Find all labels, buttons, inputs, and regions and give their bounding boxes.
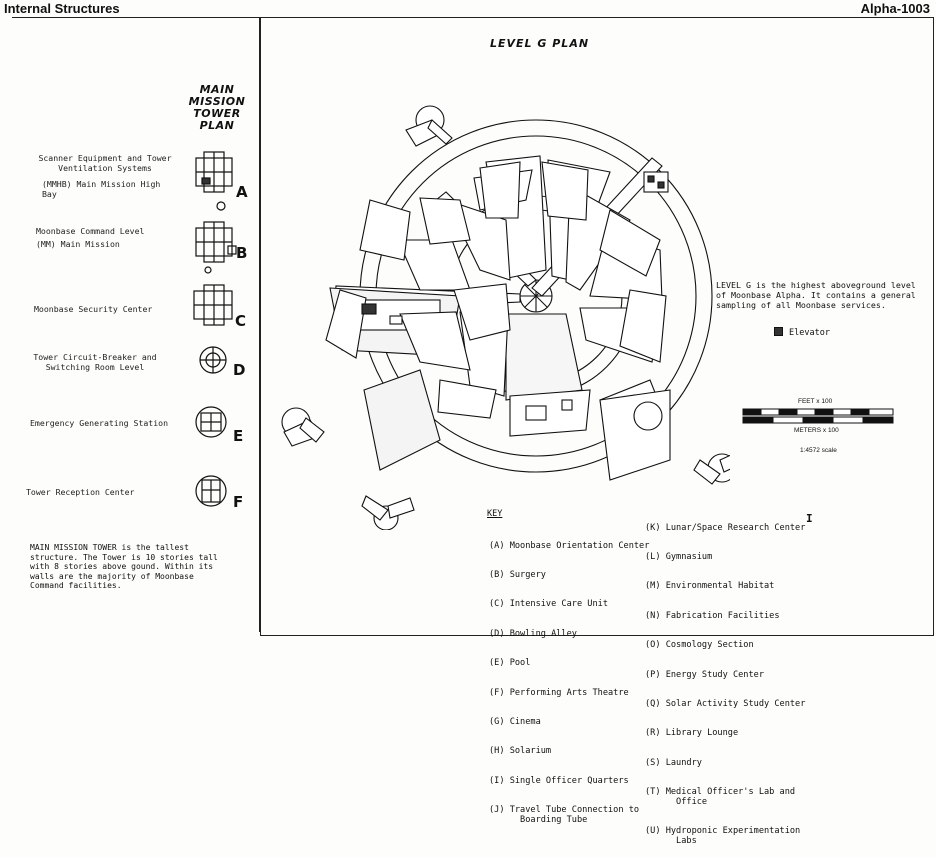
plan-title: LEVEL G PLAN: [490, 37, 590, 50]
stack-title-line: MISSION: [188, 95, 246, 108]
key-item: (I) Single Officer Quarters: [489, 775, 629, 786]
key-item: (A) Moonbase Orientation Center: [489, 540, 650, 551]
scale-feet-label: FEET x 100: [798, 398, 833, 405]
key-column-1: (A) Moonbase Orientation Center (B) Surg…: [489, 522, 649, 836]
level-e-label: Emergency Generating Station: [30, 418, 169, 428]
level-a-sublabel: (MMHB) Main Mission High Bay: [42, 179, 161, 199]
level-c-label: Moonbase Security Center: [34, 304, 153, 314]
stack-title-line: MAIN: [199, 83, 235, 96]
level-b-sublabel: (MM) Main Mission: [36, 239, 120, 249]
key-item: (G) Cinema: [489, 716, 541, 727]
elevator-label: Elevator: [789, 328, 830, 338]
key-item: (N) Fabrication Facilities: [645, 610, 780, 621]
level-a-floorplan-icon: [195, 151, 233, 211]
level-letter-f: F: [233, 493, 244, 511]
tower-stack-title: MAIN MISSION TOWER PLAN: [188, 84, 246, 132]
margin-tick: I: [806, 512, 813, 525]
level-letter-c: C: [235, 312, 247, 330]
section-title: Internal Structures: [4, 1, 120, 16]
scale-bar: [742, 408, 894, 424]
level-f-circle-icon: [195, 475, 227, 507]
scale-meters-label: METERS x 100: [794, 427, 839, 434]
key-item: (D) Bowling Alley: [489, 628, 577, 639]
elevator-icon: [774, 327, 783, 336]
level-b-text: Moonbase Command Level: [36, 226, 145, 236]
boarding-pod-w: [281, 407, 325, 447]
level-letter-b: B: [236, 244, 248, 262]
tower-level-icons: [193, 151, 237, 438]
stack-title-line: TOWER: [193, 107, 241, 120]
boarding-pod-s: [361, 495, 415, 530]
scale-ratio-label: 1:4572 scale: [800, 447, 837, 454]
level-a-label: Scanner Equipment and Tower Ventilation …: [30, 153, 180, 199]
key-item: (F) Performing Arts Theatre: [489, 687, 629, 698]
level-c-floorplan-icon: [193, 284, 233, 326]
key-column-2: (K) Lunar/Space Research Center (L) Gymn…: [645, 504, 805, 857]
tower-description: MAIN MISSION TOWER is the tallest struct…: [30, 543, 218, 590]
key-item: (S) Laundry: [645, 757, 702, 768]
level-a-text: Scanner Equipment and Tower Ventilation …: [38, 153, 172, 173]
key-item: (K) Lunar/Space Research Center: [645, 522, 806, 533]
level-b-floorplan-icon: [195, 221, 237, 274]
key-item: (C) Intensive Care Unit: [489, 599, 608, 610]
level-letter-a: A: [236, 183, 248, 201]
level-d-circle-icon: [199, 346, 227, 374]
boarding-pod-nw: [405, 105, 453, 147]
key-item: (M) Environmental Habitat: [645, 581, 775, 592]
key-item: (U) Hydroponic Experimentation Labs: [645, 826, 801, 847]
level-g-floorplan: [281, 105, 730, 530]
key-item: (J) Travel Tube Connection to Boarding T…: [489, 805, 640, 825]
key-heading: KEY: [487, 509, 503, 519]
key-item: (L) Gymnasium: [645, 551, 713, 562]
tower-panel: [12, 17, 260, 632]
level-letter-d: D: [233, 361, 246, 379]
stack-title-line: PLAN: [199, 119, 235, 132]
key-item: (R) Library Lounge: [645, 728, 739, 739]
elevator-legend: Elevator: [774, 327, 830, 338]
level-e-circle-icon: [195, 406, 227, 438]
key-item: (B) Surgery: [489, 569, 546, 580]
key-item: (Q) Solar Activity Study Center: [645, 698, 806, 709]
key-item: (H) Solarium: [489, 746, 552, 757]
level-f-label: Tower Reception Center: [26, 487, 135, 497]
key-item: (T) Medical Officer's Lab and Office: [645, 787, 796, 807]
key-item: (E) Pool: [489, 658, 531, 669]
level-letter-e: E: [233, 427, 244, 445]
key-item: (P) Energy Study Center: [645, 669, 764, 680]
level-info-text: LEVEL G is the highest aboveground level…: [716, 280, 916, 310]
level-d-label: Tower Circuit-Breaker and Switching Room…: [33, 352, 157, 372]
key-item: (O) Cosmology Section: [645, 640, 754, 651]
level-b-label: Moonbase Command Level (MM) Main Mission: [36, 226, 144, 249]
page-code: Alpha-1003: [860, 1, 930, 16]
boarding-pod-se: [693, 453, 730, 485]
